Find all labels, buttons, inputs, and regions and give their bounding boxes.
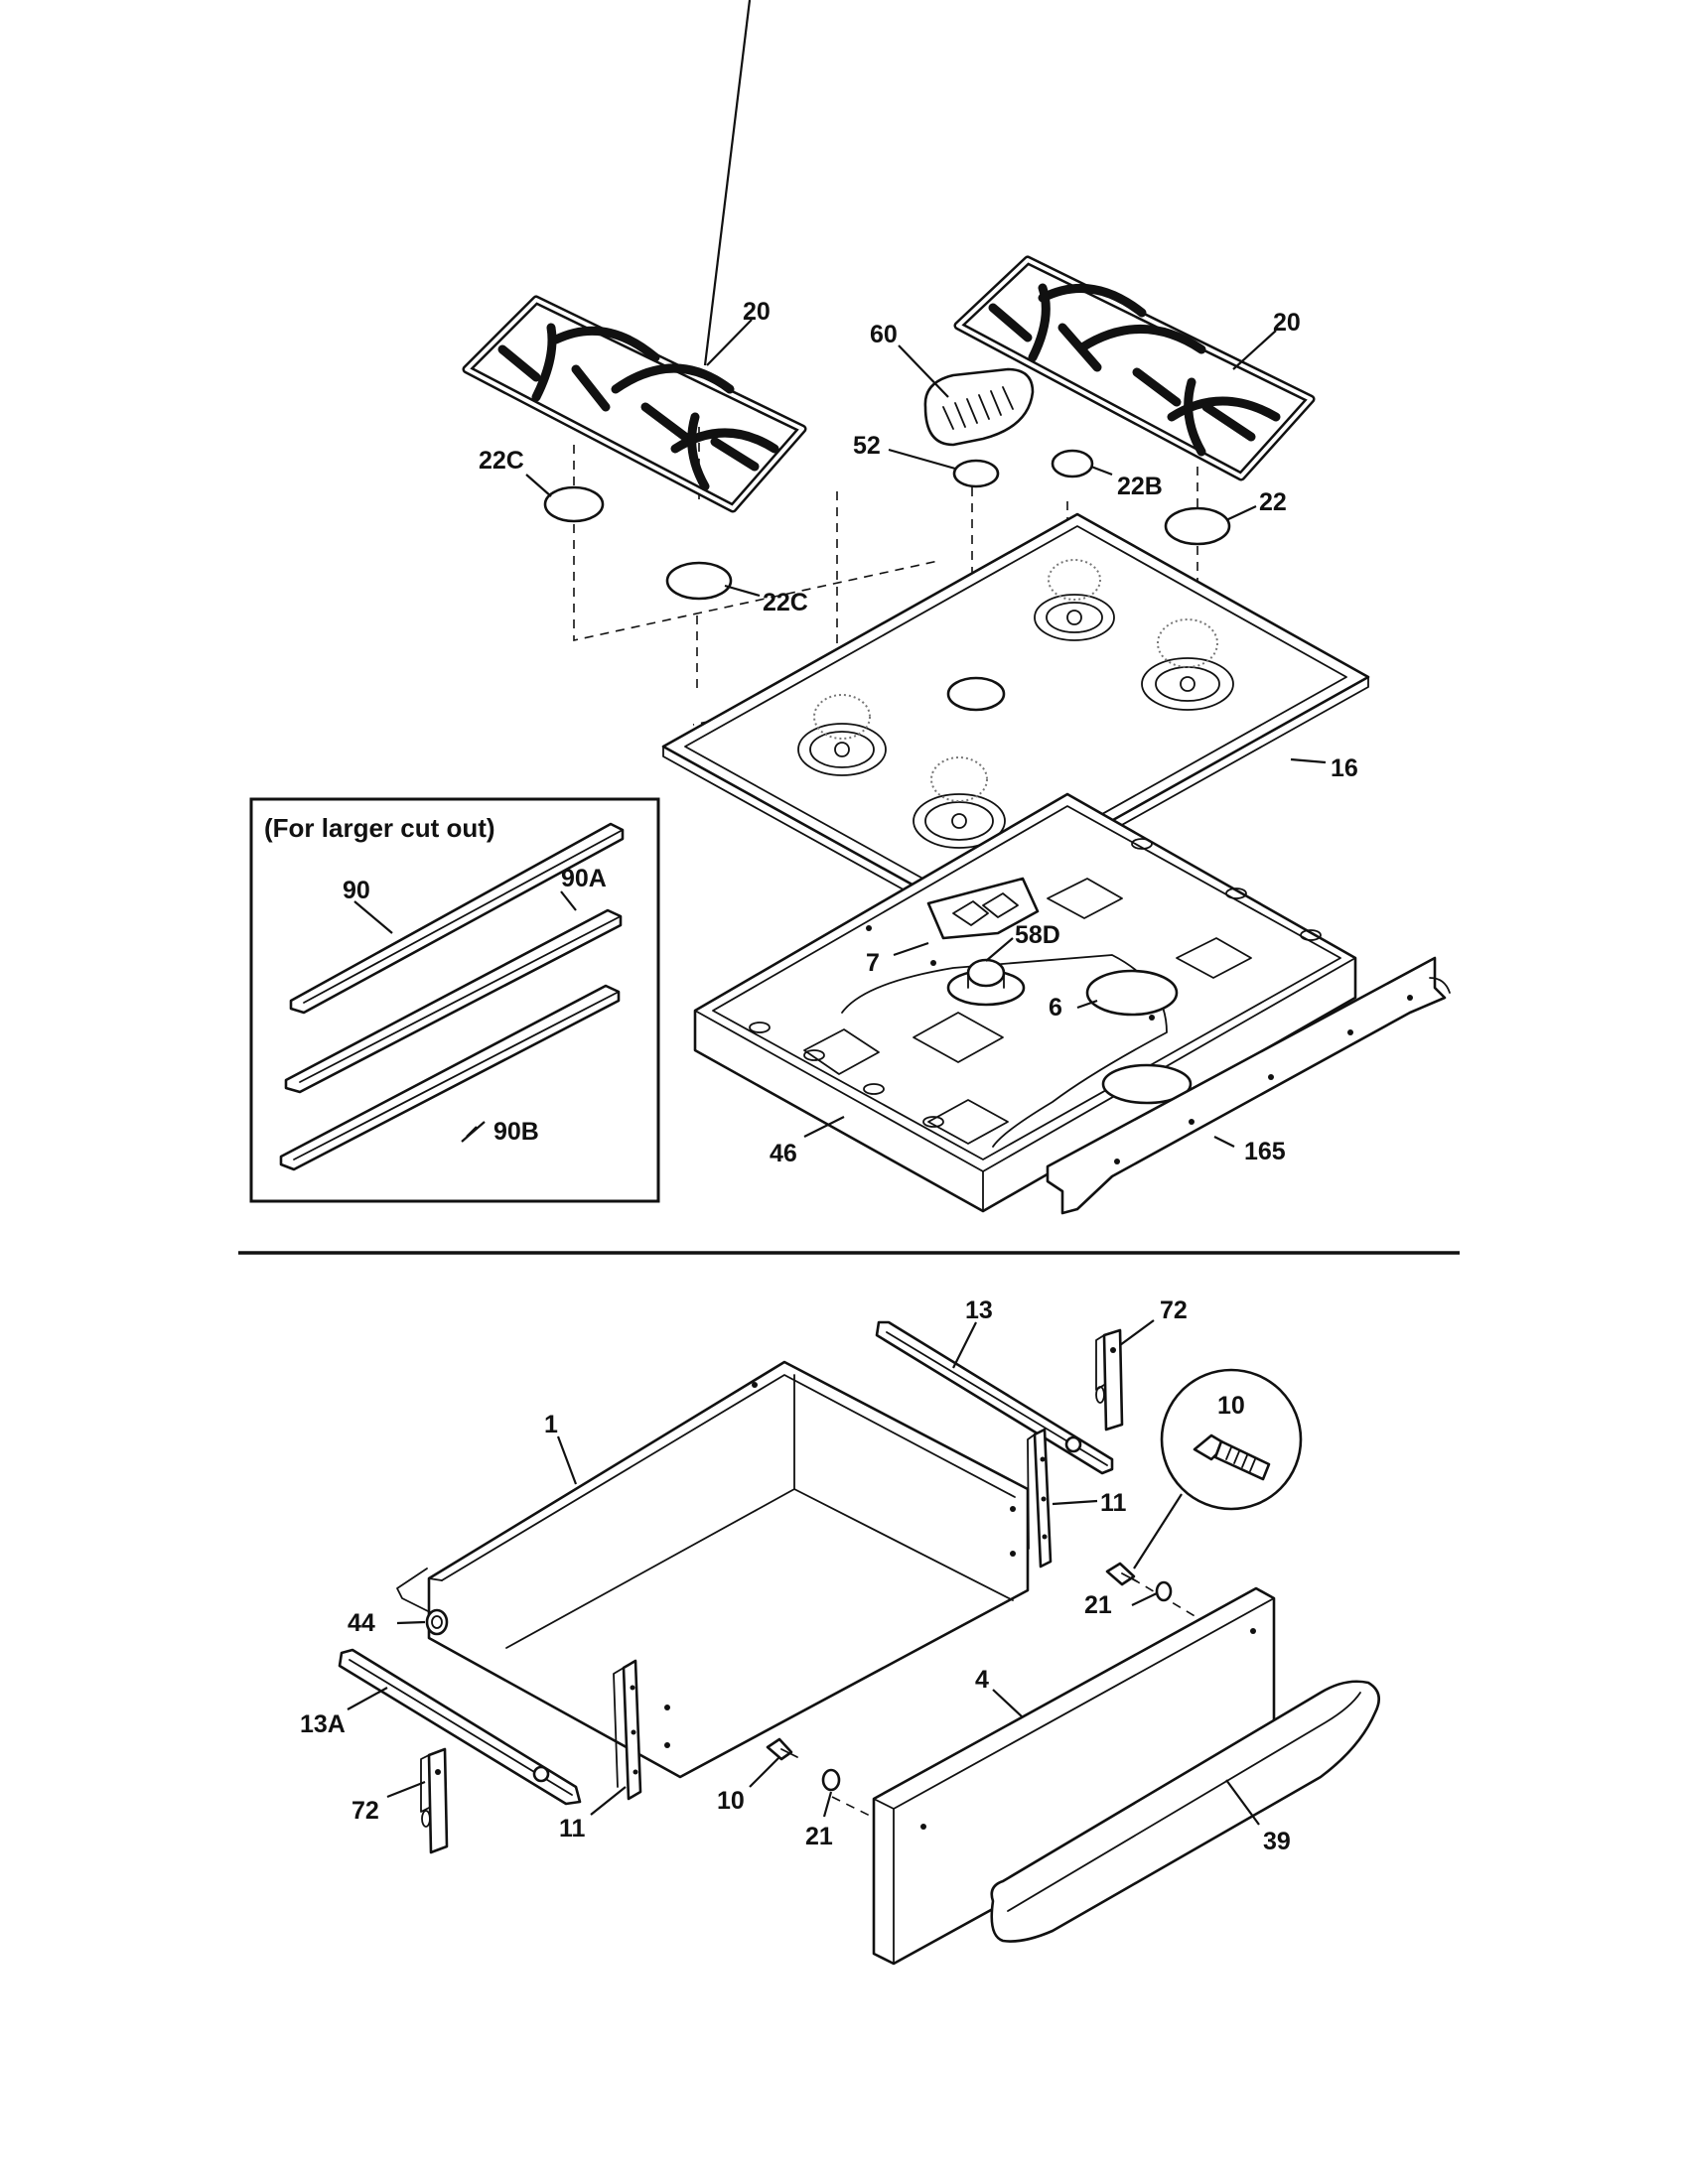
inset-title: (For larger cut out) — [264, 813, 495, 843]
drawer-1 — [396, 1360, 1030, 1779]
leader-lines — [347, 0, 1327, 1826]
callout-cap-52: 52 — [853, 432, 881, 460]
callout-bracket-72-top: 72 — [1160, 1297, 1188, 1324]
callout-labels: 20 20 60 52 22C 22B 22 22C 16 90 90A 90B… — [300, 298, 1358, 1855]
slide-11-left — [613, 1659, 642, 1801]
callout-washer-21-bottom: 21 — [805, 1823, 833, 1850]
trim-90 — [289, 822, 625, 1015]
callout-part-58d: 58D — [1015, 921, 1060, 949]
callout-trim-90b: 90B — [493, 1118, 539, 1146]
callout-drawer-1: 1 — [544, 1411, 558, 1438]
burner-cap-52 — [952, 459, 1000, 488]
callout-handle-39: 39 — [1263, 1828, 1291, 1855]
knob-60 — [923, 367, 1035, 447]
rail-165 — [1046, 956, 1451, 1215]
callout-roller-44: 44 — [348, 1609, 375, 1637]
callout-trim-90: 90 — [343, 877, 370, 904]
washer-21-bottom — [821, 1768, 841, 1792]
slide-13a — [338, 1648, 582, 1806]
callout-cap-22b: 22B — [1117, 473, 1163, 500]
callout-slide-11-left: 11 — [559, 1815, 586, 1843]
callout-bracket-72-bottom: 72 — [352, 1797, 379, 1825]
bracket-72-bottom — [420, 1747, 449, 1854]
callout-trim-90a: 90A — [561, 865, 607, 892]
callout-slide-13a: 13A — [300, 1710, 346, 1738]
grate-left — [462, 295, 807, 513]
callout-part-6: 6 — [1049, 994, 1062, 1022]
callout-cap-22c-bottom: 22C — [763, 589, 808, 616]
callout-rail-165: 165 — [1244, 1138, 1286, 1165]
callout-drawer-front-4: 4 — [975, 1666, 989, 1694]
inset-box: (For larger cut out) — [249, 797, 660, 1203]
burner-cap-22c-top — [543, 485, 605, 523]
screw-10-detail — [1160, 1368, 1303, 1511]
burner-cap-22b — [1051, 449, 1094, 478]
slide-13 — [875, 1320, 1114, 1475]
callout-screw-10-bottom: 10 — [717, 1787, 745, 1815]
burner-cap-22c-bottom — [665, 561, 733, 601]
grate-right — [953, 255, 1316, 481]
callout-cap-22c-top: 22C — [479, 447, 524, 475]
callout-grate-left: 20 — [743, 298, 771, 326]
callout-slide-11-right: 11 — [1100, 1489, 1127, 1517]
callout-part-7: 7 — [866, 949, 880, 977]
callout-knob-60: 60 — [870, 321, 898, 348]
screw-10-bottom — [766, 1737, 798, 1761]
cooktop-box-46 — [693, 792, 1357, 1213]
handle-39 — [990, 1680, 1380, 1943]
slide-11-right — [1027, 1428, 1053, 1569]
screw-10-right — [1105, 1562, 1138, 1586]
callout-box-46: 46 — [770, 1140, 797, 1167]
burner-cap-22 — [1164, 506, 1231, 546]
roller-44 — [425, 1608, 449, 1636]
callout-washer-21-right: 21 — [1084, 1591, 1112, 1619]
callout-grate-right: 20 — [1273, 309, 1301, 337]
callout-cap-22: 22 — [1259, 488, 1287, 516]
callout-cooktop-16: 16 — [1331, 754, 1358, 782]
washer-21-right — [1155, 1580, 1173, 1602]
callout-slide-13: 13 — [965, 1297, 993, 1324]
callout-screw-10-detail: 10 — [1217, 1392, 1245, 1420]
bracket-72-top — [1095, 1328, 1124, 1432]
